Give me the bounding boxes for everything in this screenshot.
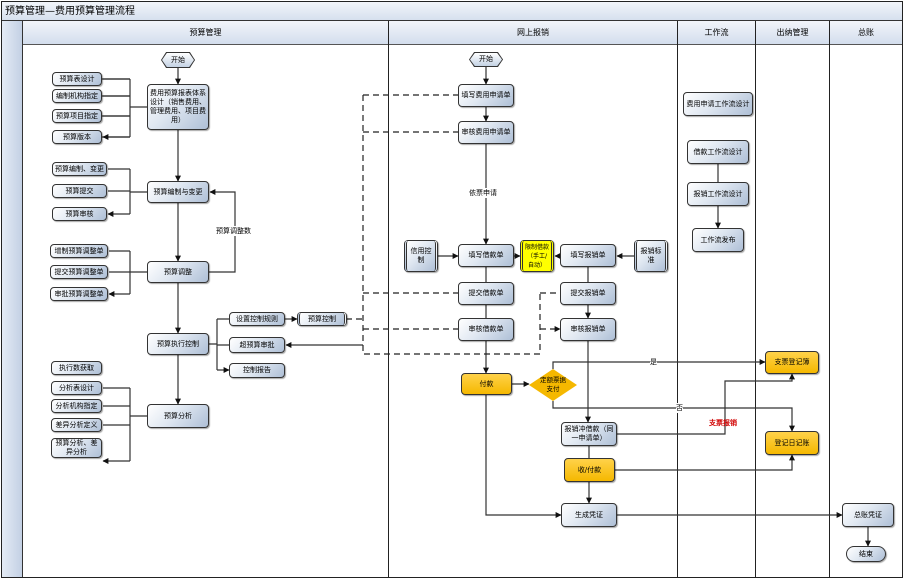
node-set-rule[interactable]: 设置控制规则 [229,312,285,326]
label-by-request: 依票申请 [469,188,497,198]
node-wf-reimburse[interactable]: 报销工作流设计 [687,182,749,206]
node-fill-loan[interactable]: 填写借款单 [458,244,514,267]
lane-header: 出纳管理 [756,21,829,45]
node-control-report[interactable]: 控制报告 [229,363,285,378]
lane-general-ledger: 总账 [830,21,902,577]
lane-workflow: 工作流 [678,21,756,577]
node-budget-audit[interactable]: 预算审核 [52,207,107,221]
node-analysis-table[interactable]: 分析表设计 [51,381,102,395]
label-adjust-amount: 预算调整数 [216,226,251,236]
node-analysis-org[interactable]: 分析机构指定 [51,399,102,413]
lane-cashier: 出纳管理 [756,21,830,577]
node-budget-control[interactable]: 预算控制 [297,312,347,326]
node-compile-change[interactable]: 预算编制、变更 [52,162,107,176]
node-budget-analysis[interactable]: 预算分析 [147,404,209,428]
node-audit-loan[interactable]: 审核借款单 [458,318,514,341]
node-submit-reimburse[interactable]: 提交报销单 [560,282,616,305]
node-generate-voucher[interactable]: 生成凭证 [561,503,617,527]
node-wf-loan[interactable]: 借款工作流设计 [687,140,749,164]
node-wf-request[interactable]: 费用申请工作流设计 [683,92,753,116]
lane-header: 网上报销 [389,21,677,45]
node-fetch-actuals[interactable]: 执行数获取 [51,361,102,375]
node-create-adjust[interactable]: 增制预算调整单 [50,244,108,258]
end-node: 结束 [846,546,886,562]
node-fill-request[interactable]: 填写费用申请单 [458,84,514,107]
page-title: 预算管理—费用预算管理流程 [2,2,902,21]
node-cheque-register[interactable]: 支票登记簿 [765,351,819,374]
node-audit-reimburse[interactable]: 审核报销单 [560,318,616,341]
node-payment[interactable]: 付款 [461,373,512,395]
label-no: 否 [676,403,683,413]
node-submit-loan[interactable]: 提交借款单 [458,282,514,305]
node-wf-publish[interactable]: 工作流发布 [692,228,744,252]
node-offset-loan[interactable]: 报销冲借款（同一申请单） [561,422,617,446]
lane-header: 总账 [830,21,902,45]
node-fill-reimburse[interactable]: 填写报销单 [560,244,616,267]
label-yes: 是 [650,357,657,367]
node-journal[interactable]: 登记日记账 [765,431,819,455]
pool-strip [2,21,23,577]
node-approve-adjust[interactable]: 审批预算调整单 [50,287,108,301]
node-budget-version[interactable]: 预算版本 [52,130,102,144]
node-budget-compile[interactable]: 预算编制与变更 [147,181,209,203]
lane-header: 工作流 [678,21,755,45]
node-variance-def[interactable]: 差异分析定义 [51,418,102,432]
lane-online-reimburse: 网上报销 [389,21,678,577]
start-node: 开始 [161,52,195,68]
node-org-assign[interactable]: 编制机构指定 [52,89,102,103]
node-receive-pay[interactable]: 收/付款 [564,458,615,482]
lane-header: 预算管理 [23,21,388,45]
node-exec-control[interactable]: 预算执行控制 [147,333,209,355]
node-gl-voucher[interactable]: 总账凭证 [842,503,894,527]
node-audit-request[interactable]: 审核费用申请单 [458,121,514,144]
node-report-system-design[interactable]: 费用预算报表体系设计（销售费用、管理费用、项目费用） [147,84,209,130]
node-reimburse-standard[interactable]: 报销标准 [634,240,668,272]
node-budget-adjust[interactable]: 预算调整 [147,261,209,283]
node-over-budget-approval[interactable]: 超预算审批 [229,337,285,353]
lane-budget: 预算管理 [23,21,389,577]
node-limit-loan[interactable]: 限制借款（手工/自动） [520,240,554,272]
label-cheque-reimburse: 支票报销 [709,419,737,427]
node-variance-analysis[interactable]: 预算分析、差异分析 [51,438,102,458]
node-item-assign[interactable]: 预算项目指定 [52,109,102,123]
node-credit-control[interactable]: 信用控制 [404,240,438,272]
start-node-2: 开始 [469,52,503,67]
node-budget-submit[interactable]: 预算提交 [52,184,107,198]
node-submit-adjust[interactable]: 提交预算调整单 [50,265,108,279]
node-budget-table-design[interactable]: 预算表设计 [52,72,102,86]
